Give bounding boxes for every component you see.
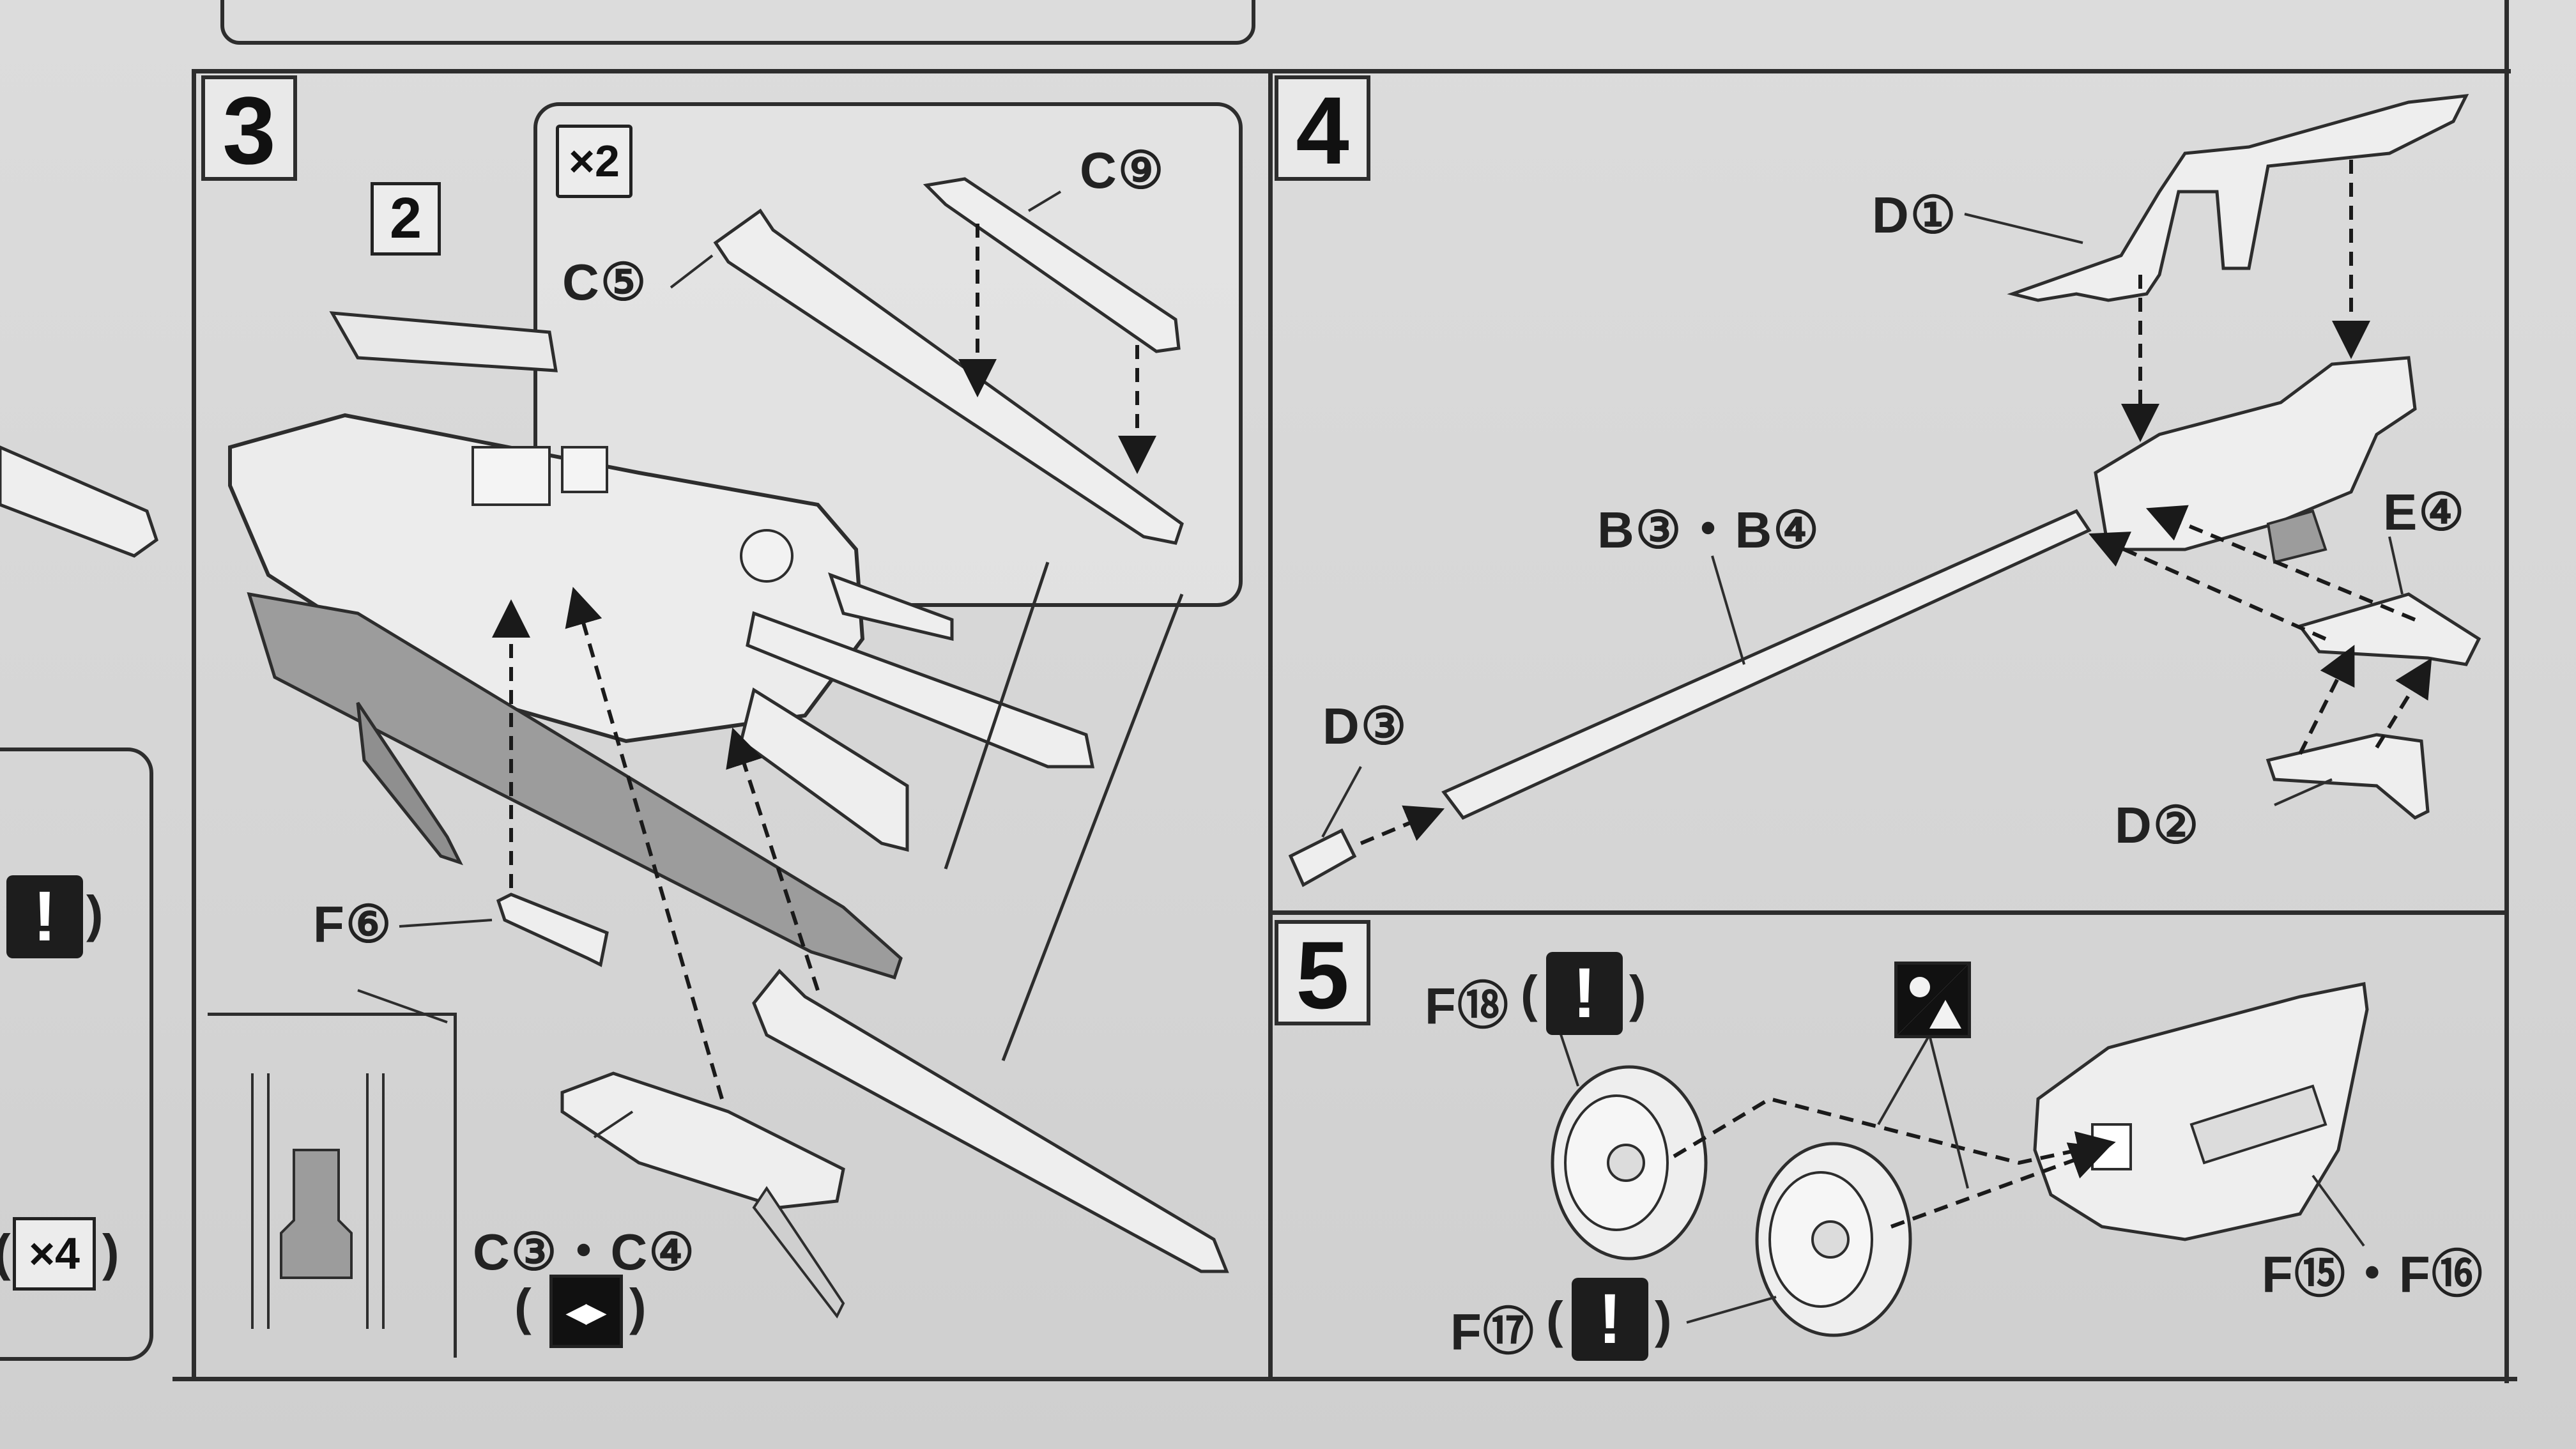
label-b3-b4: B③・B④: [1597, 502, 1820, 558]
f17-paren-open: (: [1546, 1291, 1565, 1348]
frame-right-line: [2504, 0, 2509, 1383]
step3-main-assembly: [228, 311, 1095, 980]
label-f15-f16: F⑮・F⑯: [2262, 1246, 2484, 1303]
label-c9: C⑨: [1080, 142, 1165, 199]
label-f18: F⑱: [1425, 977, 1510, 1034]
part-d1: [2007, 94, 2469, 302]
frame-bottom-line: [172, 1377, 2517, 1381]
top-partial-panel: [220, 0, 1255, 45]
part-b3-b4-barrel: [1441, 509, 2092, 820]
f18-paren-close: ): [1629, 965, 1648, 1022]
f18-exclamation-icon: !: [1546, 952, 1623, 1035]
part-f15-f16: [2033, 982, 2369, 1241]
part-c3-c4: [560, 1071, 845, 1209]
part-f6: [496, 893, 609, 967]
step-3-number: 3: [201, 75, 297, 181]
part-e4: [2297, 592, 2481, 666]
left-exclamation-icon: !: [6, 875, 83, 958]
frame-left-line: [192, 69, 196, 1379]
part-f18: [1551, 1065, 1708, 1261]
f17-exclamation-icon: !: [1572, 1278, 1648, 1361]
left-x4-badge: ×4: [13, 1217, 96, 1291]
part-d2: [2266, 733, 2430, 820]
label-f6: F⑥: [313, 896, 393, 953]
frame-divider-45: [1268, 910, 2508, 915]
label-d1: D①: [1872, 187, 1958, 243]
left-x4-paren-close: ): [102, 1224, 121, 1281]
frame-top-line: [192, 69, 2511, 73]
step-5-number: 5: [1275, 920, 1370, 1026]
label-c5: C⑤: [562, 254, 648, 310]
sticker-icon: [1894, 962, 1971, 1038]
left-margin-part: [0, 445, 158, 558]
part-c5: [713, 208, 1184, 545]
label-f17: F⑰: [1450, 1303, 1535, 1360]
zoom-detail: [251, 989, 448, 1329]
label-d3: D③: [1322, 698, 1408, 755]
part-c9: [923, 177, 1181, 353]
label-c3-c4: C③・C④: [473, 1223, 696, 1280]
part-f17: [1755, 1142, 1912, 1337]
step-4-number: 4: [1275, 75, 1370, 181]
zoom-inset: [208, 1013, 457, 1358]
label-d2: D②: [2115, 797, 2200, 854]
f18-paren-open: (: [1521, 965, 1539, 1022]
frame-divider-34: [1268, 70, 1273, 1380]
left-warn-paren-close: ): [86, 885, 105, 942]
c3c4-paren-open: (: [514, 1278, 533, 1335]
part-count-badge: 2: [371, 182, 441, 256]
part-d3: [1288, 828, 1357, 887]
multiplier-badge: ×2: [556, 125, 632, 198]
part-long-fin: [752, 969, 1229, 1273]
left-partial-panel: [0, 747, 153, 1361]
part-gun-body: [2094, 356, 2417, 551]
c3c4-paren-close: ): [629, 1278, 648, 1335]
f17-paren-close: ): [1655, 1291, 1673, 1348]
left-x4-paren-open: (: [0, 1223, 12, 1282]
sticker-icon-graphic: [1897, 965, 1968, 1035]
label-e4: E④: [2383, 484, 2466, 540]
symmetric-parts-icon: ◂▸: [549, 1275, 623, 1348]
